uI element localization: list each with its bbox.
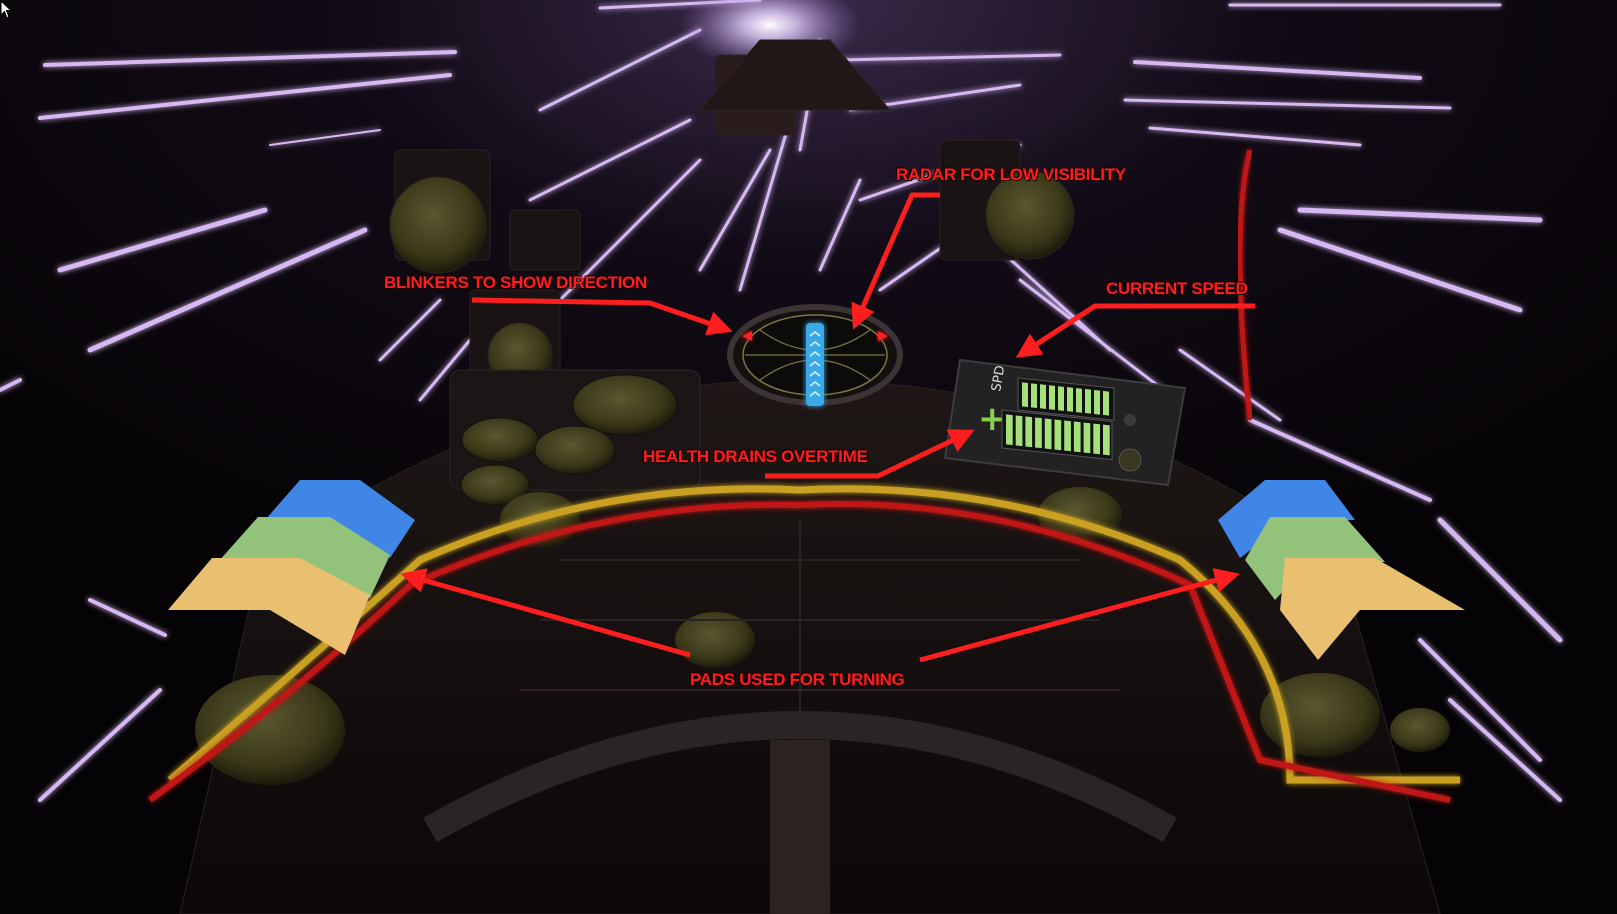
left-pad-blue[interactable] [265, 480, 415, 558]
radar-arrow [851, 192, 940, 330]
warp-streak [1418, 638, 1542, 762]
warp-streak [838, 53, 1062, 62]
right-turn-pads[interactable] [1218, 480, 1465, 660]
pads-left-arrow [400, 568, 691, 658]
speed-arrow [1015, 303, 1255, 358]
annotation-arrows [400, 192, 1255, 663]
warp-streak [1297, 207, 1543, 223]
warp-streak [698, 148, 772, 272]
gauge-segment [1054, 419, 1062, 451]
speed-annotation: CURRENT SPEED [1106, 279, 1248, 298]
gauge-segment [1031, 383, 1037, 408]
gauge-segment [1103, 390, 1109, 416]
warp-streak [1018, 278, 1172, 397]
warp-streak [38, 688, 162, 802]
gauge-segment [1083, 422, 1091, 454]
warp-streak [418, 338, 472, 402]
warp-streak [818, 178, 862, 272]
health-arrow [765, 429, 975, 479]
gauge-segment [1006, 414, 1013, 446]
warp-streak [87, 227, 368, 353]
gauge-segment [1064, 420, 1071, 452]
warp-streak [1248, 418, 1432, 502]
left-pad-green[interactable] [218, 517, 390, 598]
warp-streak [1133, 60, 1422, 80]
gauge-segment [1049, 385, 1055, 410]
health-annotation: HEALTH DRAINS OVERTIME [643, 447, 868, 466]
warp-streak [57, 207, 268, 273]
gauge-segment [1015, 415, 1023, 447]
gauge-segment [1076, 388, 1082, 413]
blinkers-annotation: BLINKERS TO SHOW DIRECTION [384, 273, 647, 292]
blinkers-arrow [471, 297, 733, 336]
radar [727, 304, 903, 406]
left-turn-pads[interactable] [168, 480, 415, 655]
warp-streak [0, 378, 22, 392]
warp-streak [1148, 126, 1362, 147]
health-bar [1001, 409, 1113, 461]
gauge-segment [1058, 386, 1064, 411]
warp-streak [38, 73, 452, 120]
warp-streak [1437, 517, 1563, 643]
gauge-segment [1025, 416, 1033, 448]
left-pad-yellow[interactable] [168, 558, 370, 655]
gauge-segment [1103, 424, 1110, 456]
warp-streak [558, 158, 702, 302]
left-blinker [742, 331, 752, 341]
warp-streak [88, 598, 167, 637]
gauge-segment [1067, 387, 1073, 412]
warp-streak [43, 50, 457, 67]
warp-streak [1277, 227, 1523, 313]
gauge-segment [1022, 382, 1028, 408]
right-pad-yellow[interactable] [1280, 558, 1465, 660]
gauge-panel: SPD + [943, 358, 1187, 487]
cockpit-console [148, 149, 1460, 914]
gauge-segment [1073, 421, 1081, 453]
warp-streak [378, 298, 442, 362]
speed-label: SPD [989, 364, 1008, 392]
gauge-segment [1035, 417, 1042, 449]
warp-streak [1123, 98, 1452, 110]
radar-annotation: RADAR FOR LOW VISIBILITY [896, 165, 1126, 184]
gauge-segment [1093, 423, 1101, 455]
warp-streak [1178, 348, 1282, 422]
warp-streak [528, 118, 692, 202]
gauge-segment [1085, 389, 1091, 414]
warp-streak [269, 129, 381, 146]
right-blinker [878, 331, 888, 341]
speed-bar [1017, 377, 1115, 421]
warp-streak [538, 28, 702, 112]
pads-annotation: PADS USED FOR TURNING [690, 670, 905, 689]
warp-streak [1448, 698, 1562, 802]
gauge-segment [1040, 384, 1046, 409]
pads-right-arrow [919, 568, 1240, 663]
gauge-segment [1044, 418, 1052, 450]
warp-streak [738, 118, 792, 292]
gauge-segment [1094, 389, 1100, 415]
mouse-cursor-icon [0, 0, 13, 19]
